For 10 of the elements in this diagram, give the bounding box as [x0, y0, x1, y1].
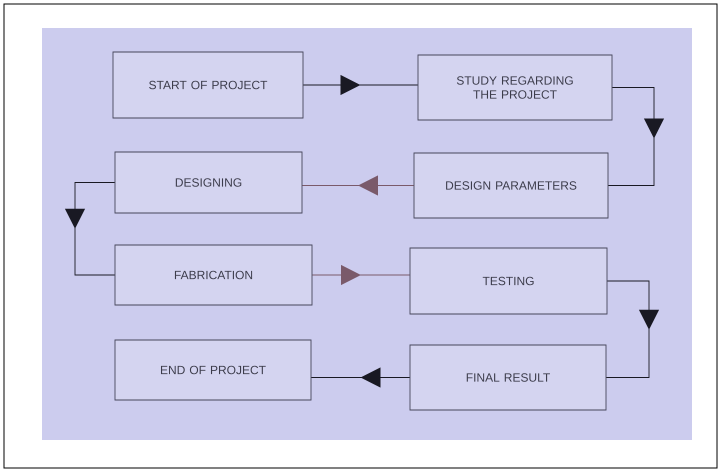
process-box: TESTING [410, 248, 608, 314]
process-box: DESIGNING [114, 152, 302, 214]
process-box: START OF PROJECT [112, 52, 304, 118]
process-box: END OF PROJECT [114, 340, 312, 400]
process-box: FINAL RESULT [410, 344, 606, 410]
process-box: DESIGN PARAMETERS [414, 152, 608, 218]
arrow [606, 280, 660, 378]
process-box: STUDY REGARDING THE PROJECT [418, 54, 612, 120]
arrow [608, 87, 664, 186]
process-box: FABRICATION [114, 244, 312, 306]
